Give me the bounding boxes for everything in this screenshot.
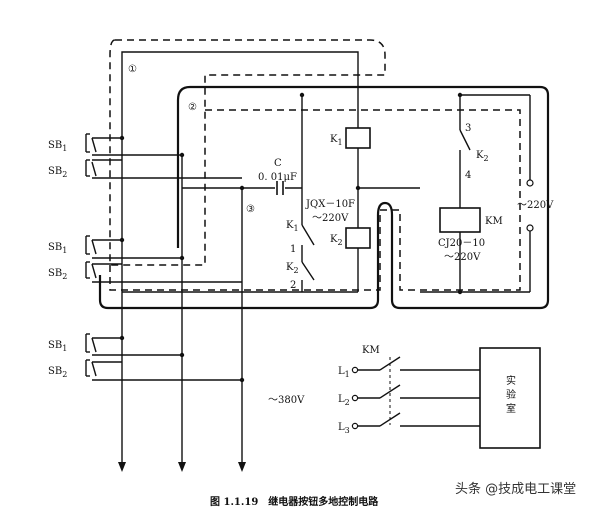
rail-mid-arrow	[178, 462, 186, 472]
button-symbol-sb2-g3	[85, 359, 97, 377]
figure-caption: 图 1.1.19 继电器按钮多地控制电路	[210, 495, 379, 508]
wire-top	[121, 51, 359, 128]
label-sb2-g3: SB2	[48, 366, 67, 379]
k2-nc-label: K2	[476, 150, 489, 163]
button-symbol-sb1-g1	[85, 133, 97, 153]
km-coil	[439, 207, 481, 233]
junction	[179, 352, 185, 358]
junction	[239, 377, 245, 383]
button-symbol-sb1-g2	[85, 235, 97, 255]
rail-right-arrow	[238, 462, 246, 472]
junction	[355, 185, 361, 191]
k1-contact-blade	[301, 224, 315, 246]
marker-2: ②	[188, 102, 197, 113]
label-sb1-g1: SB1	[48, 140, 67, 153]
k1-coil	[345, 127, 371, 149]
k2-nc-contact	[459, 129, 471, 151]
km-label: KM	[485, 216, 503, 227]
thick-loop-left	[176, 85, 191, 248]
terminal-1: 1	[290, 244, 296, 255]
lab-load-box	[479, 347, 541, 449]
contactor-model: CJ20－10	[438, 238, 485, 249]
junction	[239, 185, 245, 191]
phase-line-3	[351, 412, 480, 430]
label-sb2-g1: SB2	[48, 166, 67, 179]
junction	[179, 255, 185, 261]
contactor-voltage: ～220V	[444, 252, 481, 263]
terminal-4: 4	[465, 170, 471, 181]
capacitor-value: 0. 01μF	[258, 172, 297, 183]
k2-contact-label: K2	[286, 262, 299, 275]
label-sb2-g2: SB2	[48, 268, 67, 281]
lab-label-2: 验	[506, 388, 516, 401]
label-sb1-g2: SB1	[48, 242, 67, 255]
dashed-boundary-3	[109, 265, 205, 291]
junction	[299, 92, 305, 98]
dashed-boundary-1	[109, 39, 386, 266]
dashed-boundary-2	[205, 109, 521, 291]
relay-model: JQX－10F	[305, 199, 355, 210]
button-symbol-sb2-g1	[85, 159, 97, 177]
phase-l3-label: L3	[338, 422, 350, 435]
watermark: 头条 @技成电工课堂	[455, 481, 576, 497]
terminal-2: 2	[290, 280, 296, 291]
lab-label-1: 实	[506, 374, 516, 387]
label-sb1-g3: SB1	[48, 340, 67, 353]
k2-coil	[345, 227, 371, 249]
k2-contact-blade	[301, 261, 315, 281]
junction	[119, 335, 125, 341]
terminal-220-top	[526, 179, 534, 187]
k1-coil-label: K1	[330, 134, 343, 147]
capacitor-label: C	[274, 158, 282, 169]
phase-l2-label: L2	[338, 394, 350, 407]
junction	[179, 152, 185, 158]
marker-1: ①	[128, 64, 137, 75]
button-symbol-sb1-g3	[85, 333, 97, 353]
thick-loop-wire	[98, 85, 550, 310]
phase-line-1	[351, 356, 480, 374]
marker-3: ③	[246, 204, 255, 215]
power-supply-label: ～380V	[268, 395, 305, 406]
lab-label-3: 室	[506, 402, 516, 415]
junction	[119, 237, 125, 243]
rail-left-arrow	[118, 462, 126, 472]
phase-line-2	[351, 384, 480, 402]
k2-coil-label: K2	[330, 234, 343, 247]
phase-l1-label: L1	[338, 366, 350, 379]
k1-contact-label: K1	[286, 220, 299, 233]
junction	[119, 135, 125, 141]
relay-voltage: ～220V	[312, 213, 349, 224]
control-supply-label: ～220V	[517, 200, 554, 211]
button-symbol-sb2-g2	[85, 261, 97, 279]
km-main-label: KM	[362, 345, 380, 356]
terminal-220-bottom	[526, 224, 534, 232]
terminal-3: 3	[465, 123, 471, 134]
